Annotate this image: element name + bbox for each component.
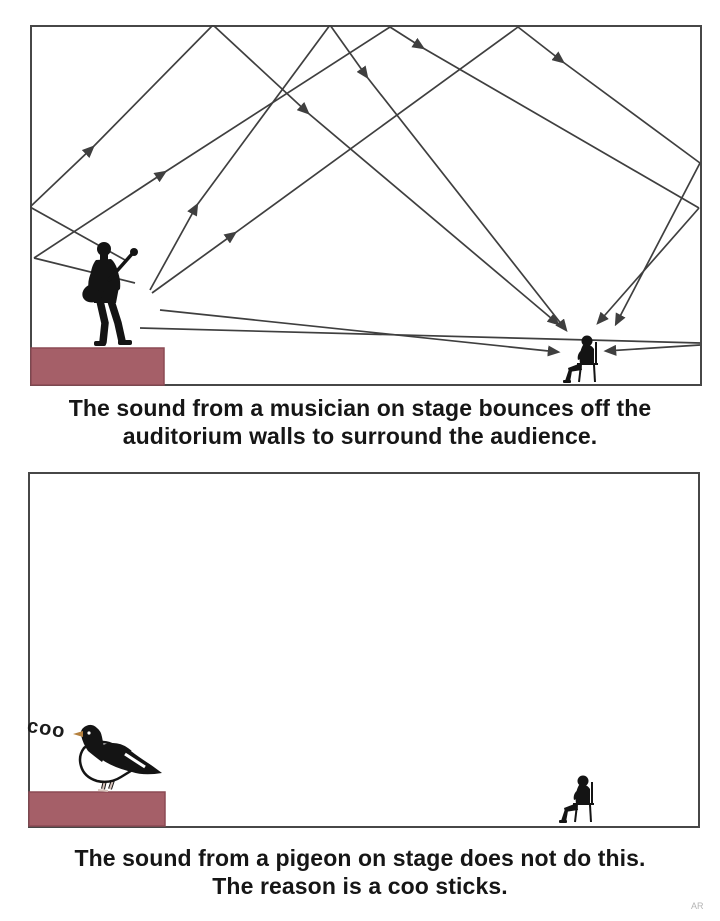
auditorium-walls (28, 472, 700, 828)
listener-silhouette (563, 335, 594, 383)
caption-musician-line1: The sound from a musician on stage bounc… (68, 395, 652, 421)
stage-platform (30, 347, 165, 386)
caption-pigeon-line1: The sound from a pigeon on stage does no… (74, 845, 646, 871)
guitar-neck (106, 252, 134, 283)
caption-musician: The sound from a musician on stage bounc… (0, 394, 720, 450)
pigeon-scene-svg (28, 472, 700, 828)
musician-silhouette (82, 242, 138, 346)
panel-auditorium-pigeon: coo (26, 472, 700, 828)
pigeon-eye (87, 731, 91, 735)
caption-pigeon: The sound from a pigeon on stage does no… (0, 844, 720, 900)
pigeon-wing-bands (124, 748, 155, 769)
caption-pigeon-line2: The reason is a coo sticks. (212, 873, 508, 899)
listener-on-chair (563, 335, 598, 383)
chair (577, 342, 598, 383)
sound-rays (30, 25, 701, 357)
musician-legs (96, 297, 126, 346)
musician-scene-svg (30, 25, 702, 386)
watermark: AR (691, 901, 704, 911)
pigeon-beak (73, 731, 83, 737)
panel-auditorium-musician (30, 25, 702, 386)
listener-silhouette (559, 775, 590, 823)
pigeon-silhouette (73, 724, 162, 792)
caption-musician-line2: auditorium walls to surround the audienc… (122, 423, 598, 449)
stage-platform (28, 791, 166, 827)
listener-on-chair (559, 775, 594, 823)
pigeon-head (80, 724, 105, 762)
pigeon-wing (95, 743, 162, 775)
